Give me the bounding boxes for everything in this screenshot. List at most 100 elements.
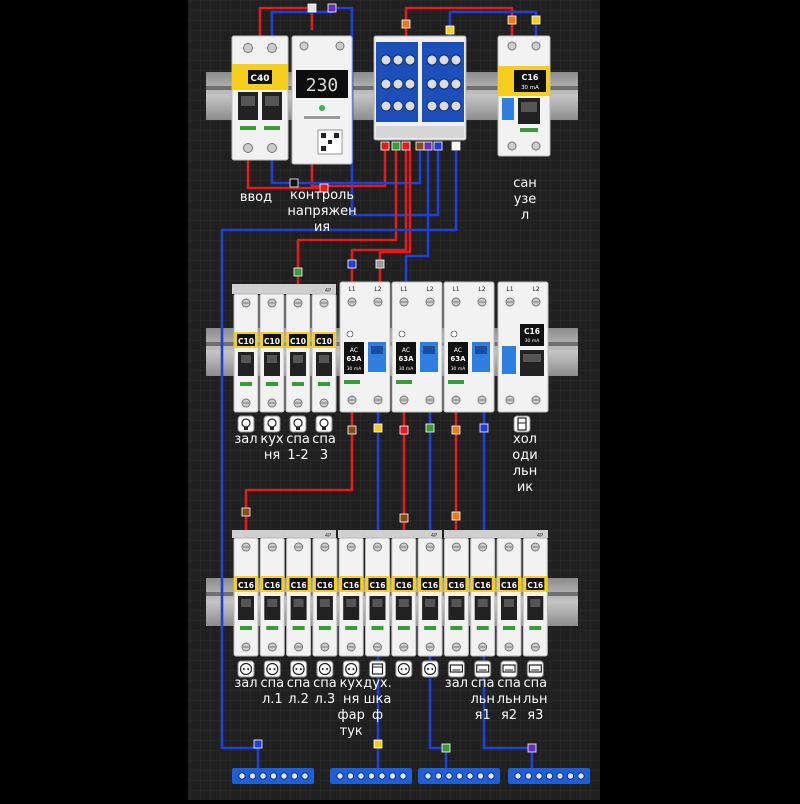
wire-tag: [441, 743, 451, 753]
light-breaker[interactable]: C10: [311, 293, 337, 413]
socket-breaker[interactable]: C16: [259, 537, 285, 657]
terminal-label: L2: [532, 286, 539, 293]
terminal-label: L1: [400, 286, 407, 293]
wire-tag: [425, 423, 435, 433]
main-breaker[interactable]: C40: [231, 35, 289, 161]
neutral-bar: [330, 768, 412, 784]
breaker-rating: C16: [524, 327, 540, 336]
phase-wire-breaker-to-relay: [246, 160, 324, 190]
socket-breaker[interactable]: C16: [338, 537, 364, 657]
wire-tag: [479, 423, 489, 433]
wire-tag: [253, 739, 263, 749]
circuit-label: зал: [234, 432, 258, 447]
socket-breaker[interactable]: C16: [365, 537, 390, 657]
wire-tag: [380, 141, 390, 151]
neutral-wire-input: [270, 6, 440, 217]
circuit-label: кух ня: [260, 432, 284, 463]
circuit-label: спа л.2: [286, 676, 311, 707]
light-bulb-icon: [289, 415, 307, 433]
socket-breaker[interactable]: C16: [496, 537, 522, 657]
light-breaker[interactable]: C10: [259, 293, 285, 413]
wire-tag: [319, 183, 329, 193]
rcd-sensitivity: 30 mA: [451, 366, 467, 372]
circuit-label: дух. шка ф: [363, 676, 392, 723]
terminal-label: L2: [374, 286, 381, 293]
oven-icon: [369, 660, 386, 678]
neutral-bar: [232, 768, 314, 784]
wire-tag: [347, 259, 357, 269]
breaker-rating: C10: [264, 337, 280, 346]
terminal-label: L1: [348, 286, 355, 293]
main-breaker-rating: C40: [250, 74, 269, 84]
phase-wire-input: [258, 6, 314, 40]
wire-tag: [527, 743, 537, 753]
circuit-label: зал: [234, 676, 258, 691]
phase-wire-rcd1: [350, 150, 408, 290]
circuit-label: спа 1-2: [286, 432, 310, 463]
bathroom-rcbo-sensitivity: 30 mA: [521, 85, 539, 91]
ac-unit-icon: [500, 660, 518, 678]
light-breaker[interactable]: C10: [285, 293, 311, 413]
breaker-rating: C16: [501, 581, 517, 590]
label-voltage-control: контроль напряжен ия: [287, 188, 357, 235]
wire-tag: [399, 425, 409, 435]
socket-breaker[interactable]: C16: [286, 537, 312, 657]
fridge-icon: [513, 415, 531, 433]
wire-tag: [327, 3, 337, 13]
socket-breaker[interactable]: C16: [470, 537, 496, 657]
circuit-label: спа льн я1: [470, 676, 495, 723]
rcd-type: AC: [402, 347, 410, 354]
wire-tag: [433, 141, 443, 151]
comb-busbar-middle: 4P: [232, 284, 336, 294]
circuit-label: спа л.1: [260, 676, 285, 707]
light-breaker[interactable]: C10: [233, 293, 259, 413]
socket-breaker[interactable]: C16: [443, 537, 469, 657]
rcd-current: 63A: [398, 355, 414, 363]
wire-tag: [293, 267, 303, 277]
neutral-wire-bar4: [482, 650, 534, 770]
phase-wire-lights: [296, 150, 398, 290]
breaker-rating: C16: [291, 581, 307, 590]
socket-icon: [395, 660, 413, 678]
socket-breaker[interactable]: C16: [522, 537, 548, 657]
voltage-relay[interactable]: 230: [291, 35, 353, 165]
bathroom-rcbo[interactable]: C16 30 mA: [497, 35, 551, 157]
circuit-label: спа льн я2: [496, 676, 522, 723]
light-bulb-icon: [237, 415, 255, 433]
wire-tag: [401, 19, 411, 29]
terminal-label: L2: [478, 286, 485, 293]
breaker-rating: C10: [238, 337, 254, 346]
wire-tag: [423, 141, 433, 151]
breaker-rating: C10: [316, 337, 332, 346]
wire-tag: [415, 141, 425, 151]
socket-icon: [316, 660, 334, 678]
socket-breaker[interactable]: C16: [391, 537, 417, 657]
phase-wire-rcd2: [378, 150, 412, 290]
circuit-label: спа 3: [312, 432, 336, 463]
socket-icon: [290, 660, 308, 678]
breaker-rating: C16: [370, 581, 386, 590]
light-bulb-icon: [315, 415, 333, 433]
breaker-rating: C10: [290, 337, 306, 346]
wire-tag: [531, 15, 541, 25]
rcd-sensitivity: 30 mA: [399, 366, 415, 372]
bathroom-rcbo-rating: C16: [521, 73, 538, 82]
socket-breaker[interactable]: C16: [417, 537, 443, 657]
socket-breaker[interactable]: C16: [312, 537, 338, 657]
wire-tag: [451, 511, 461, 521]
breaker-rating: C16: [448, 581, 464, 590]
socket-breaker[interactable]: C16: [233, 537, 259, 657]
neutral-wire-rcd: [404, 150, 430, 290]
rcd-current: 63A: [450, 355, 466, 363]
comb-busbar-label: 4P: [325, 288, 331, 294]
ac-unit-icon: [447, 660, 465, 678]
comb-busbar-label: 4P: [431, 533, 437, 539]
wire-tag: [289, 178, 299, 188]
terminal-label: L1: [452, 286, 459, 293]
